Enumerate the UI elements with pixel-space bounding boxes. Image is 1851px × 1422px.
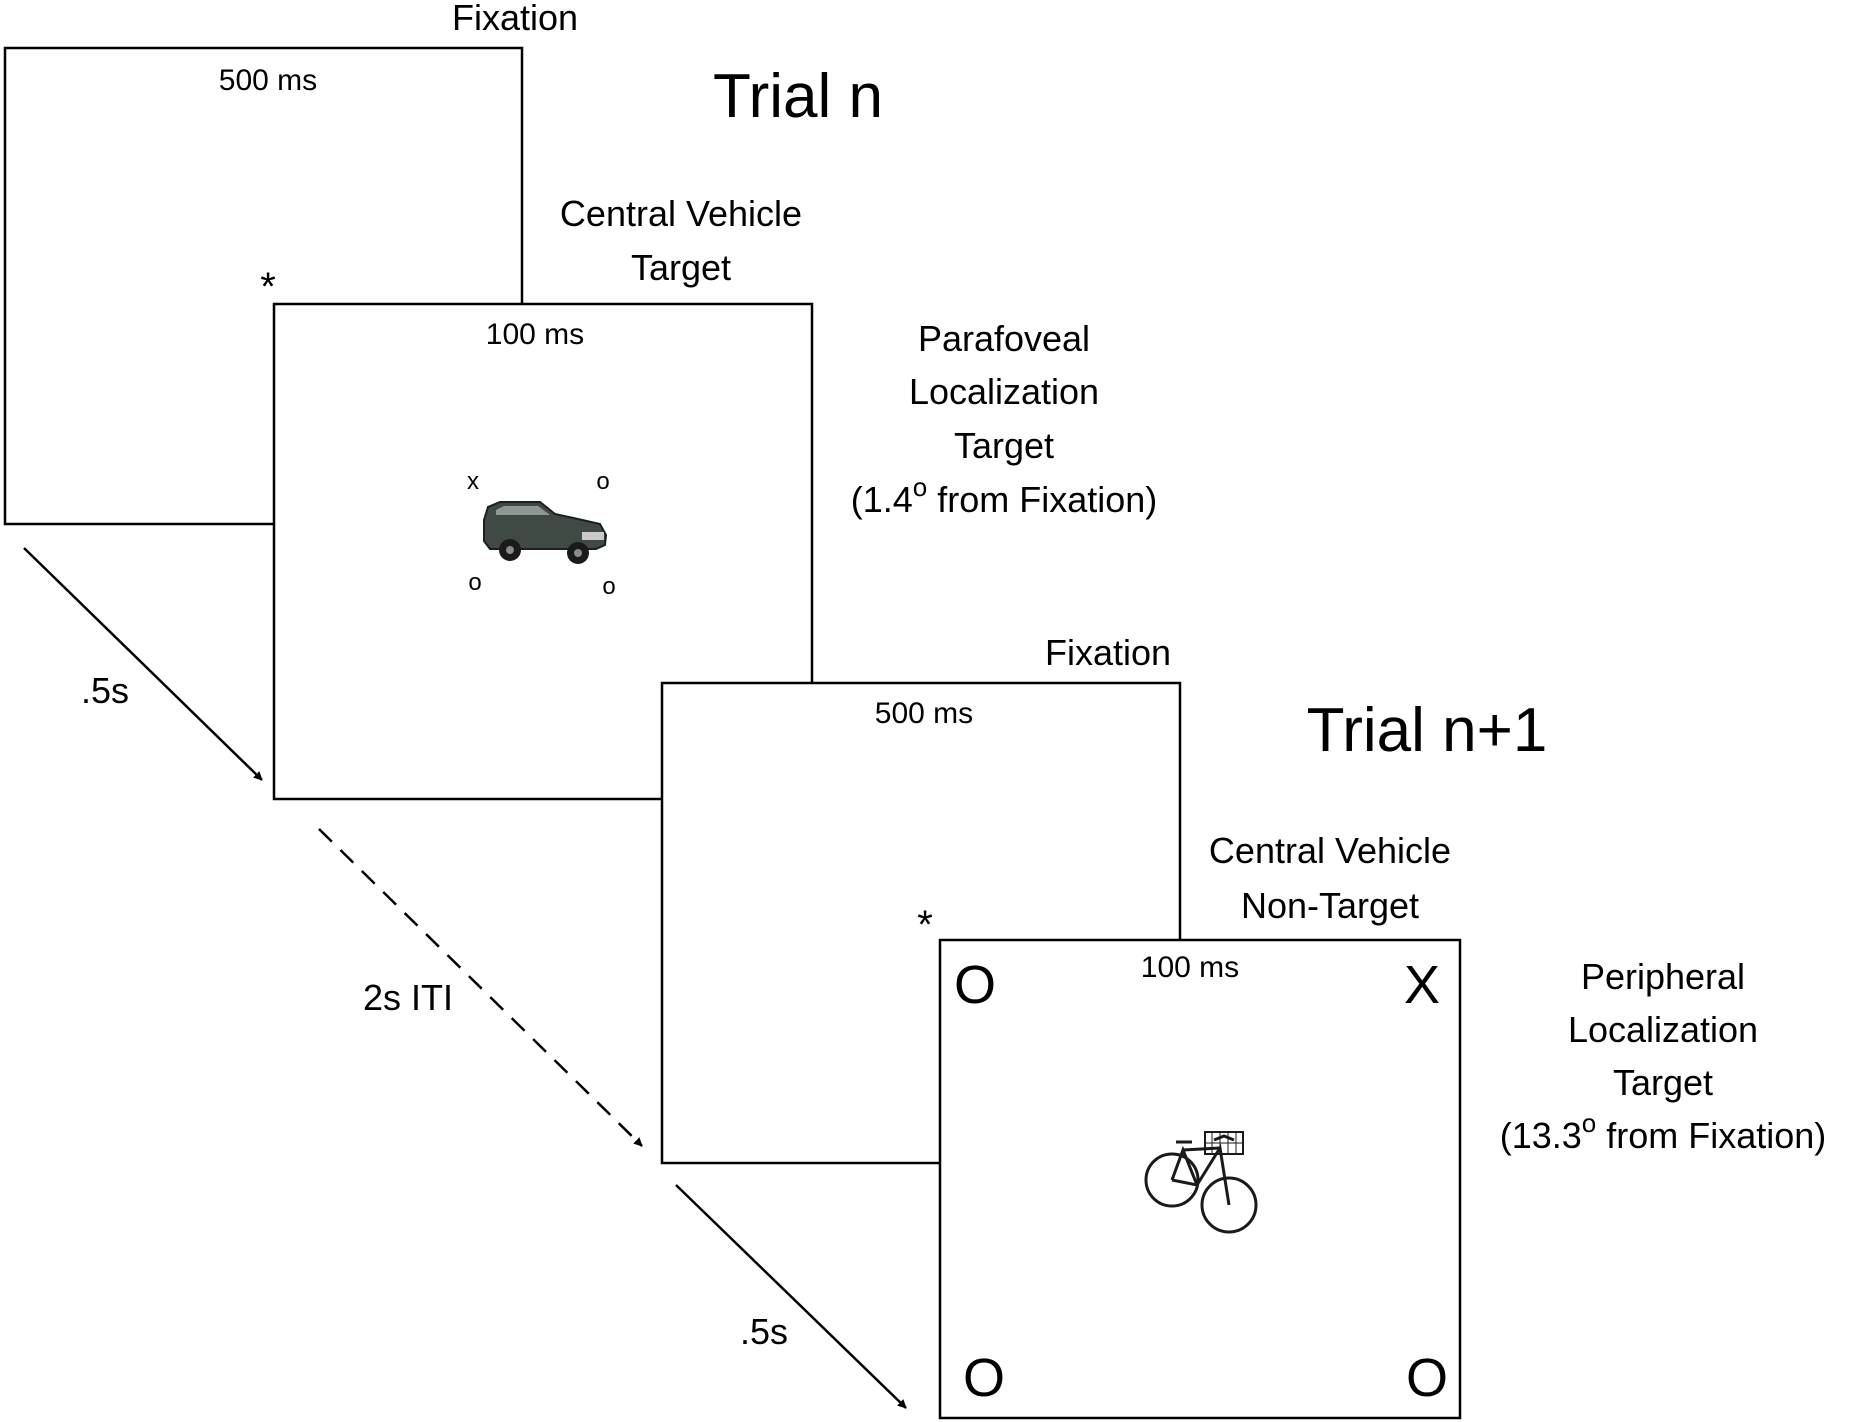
timing-label-2: .5s (740, 1311, 788, 1352)
trial-n-fixation-label: Fixation (452, 0, 578, 38)
trial-n1-eccentricity-suffix: from Fixation) (1596, 1115, 1826, 1156)
degree-sign: o (913, 472, 927, 502)
trial-n1-target-label-line1: Central Vehicle (1209, 830, 1451, 871)
trial-n1-title: Trial n+1 (1307, 696, 1548, 765)
letter-top-left: x (467, 468, 479, 495)
trial-n-eccentricity-suffix: from Fixation) (927, 479, 1157, 520)
timing-arrow-1 (23, 547, 263, 781)
trial-n-localization-line4: (1.4o from Fixation) (851, 472, 1158, 520)
timing-arrow-2 (675, 1184, 907, 1409)
letter-top-right: X (1404, 955, 1440, 1015)
letter-bottom-right: o (602, 573, 615, 600)
trial-n-localization-line3: Target (954, 425, 1054, 466)
trial-n1-localization-line1: Peripheral (1581, 956, 1745, 997)
trial-n-target-duration: 100 ms (486, 318, 584, 351)
degree-sign: o (1582, 1108, 1596, 1138)
trial-n1-target-duration: 100 ms (1141, 951, 1239, 984)
trial-n-target-label-line2: Target (631, 247, 731, 288)
trial-n-target-label-line1: Central Vehicle (560, 193, 802, 234)
car-image (483, 501, 608, 564)
trial-n-localization-line2: Localization (909, 371, 1099, 412)
trial-n1-fixation-label: Fixation (1045, 632, 1171, 673)
letter-bottom-right: O (1406, 1348, 1448, 1408)
trial-n1-eccentricity-value: (13.3 (1500, 1115, 1582, 1156)
trial-n-eccentricity-value: (1.4 (851, 479, 913, 520)
trial-n-fixation-duration: 500 ms (219, 64, 317, 97)
trial-n-localization-line1: Parafoveal (918, 318, 1090, 359)
trial-n-title: Trial n (713, 62, 883, 131)
iti-label: 2s ITI (363, 977, 453, 1018)
trial-n-fixation-marker: * (260, 265, 276, 309)
iti-arrow (318, 828, 643, 1147)
trial-n1-target-label-line2: Non-Target (1241, 885, 1419, 926)
timing-label-1: .5s (81, 670, 129, 711)
letter-top-left: O (954, 955, 996, 1015)
letter-top-right: o (596, 468, 609, 495)
trial-n1-fixation-marker: * (917, 903, 933, 947)
letter-bottom-left: o (468, 569, 481, 596)
trial-n1-localization-line3: Target (1613, 1062, 1713, 1103)
letter-bottom-left: O (963, 1348, 1005, 1408)
trial-n1-fixation-duration: 500 ms (875, 697, 973, 730)
trial-n1-localization-line4: (13.3o from Fixation) (1500, 1108, 1827, 1156)
trial-n1-localization-line2: Localization (1568, 1009, 1758, 1050)
bicycle-image (1144, 1131, 1258, 1234)
